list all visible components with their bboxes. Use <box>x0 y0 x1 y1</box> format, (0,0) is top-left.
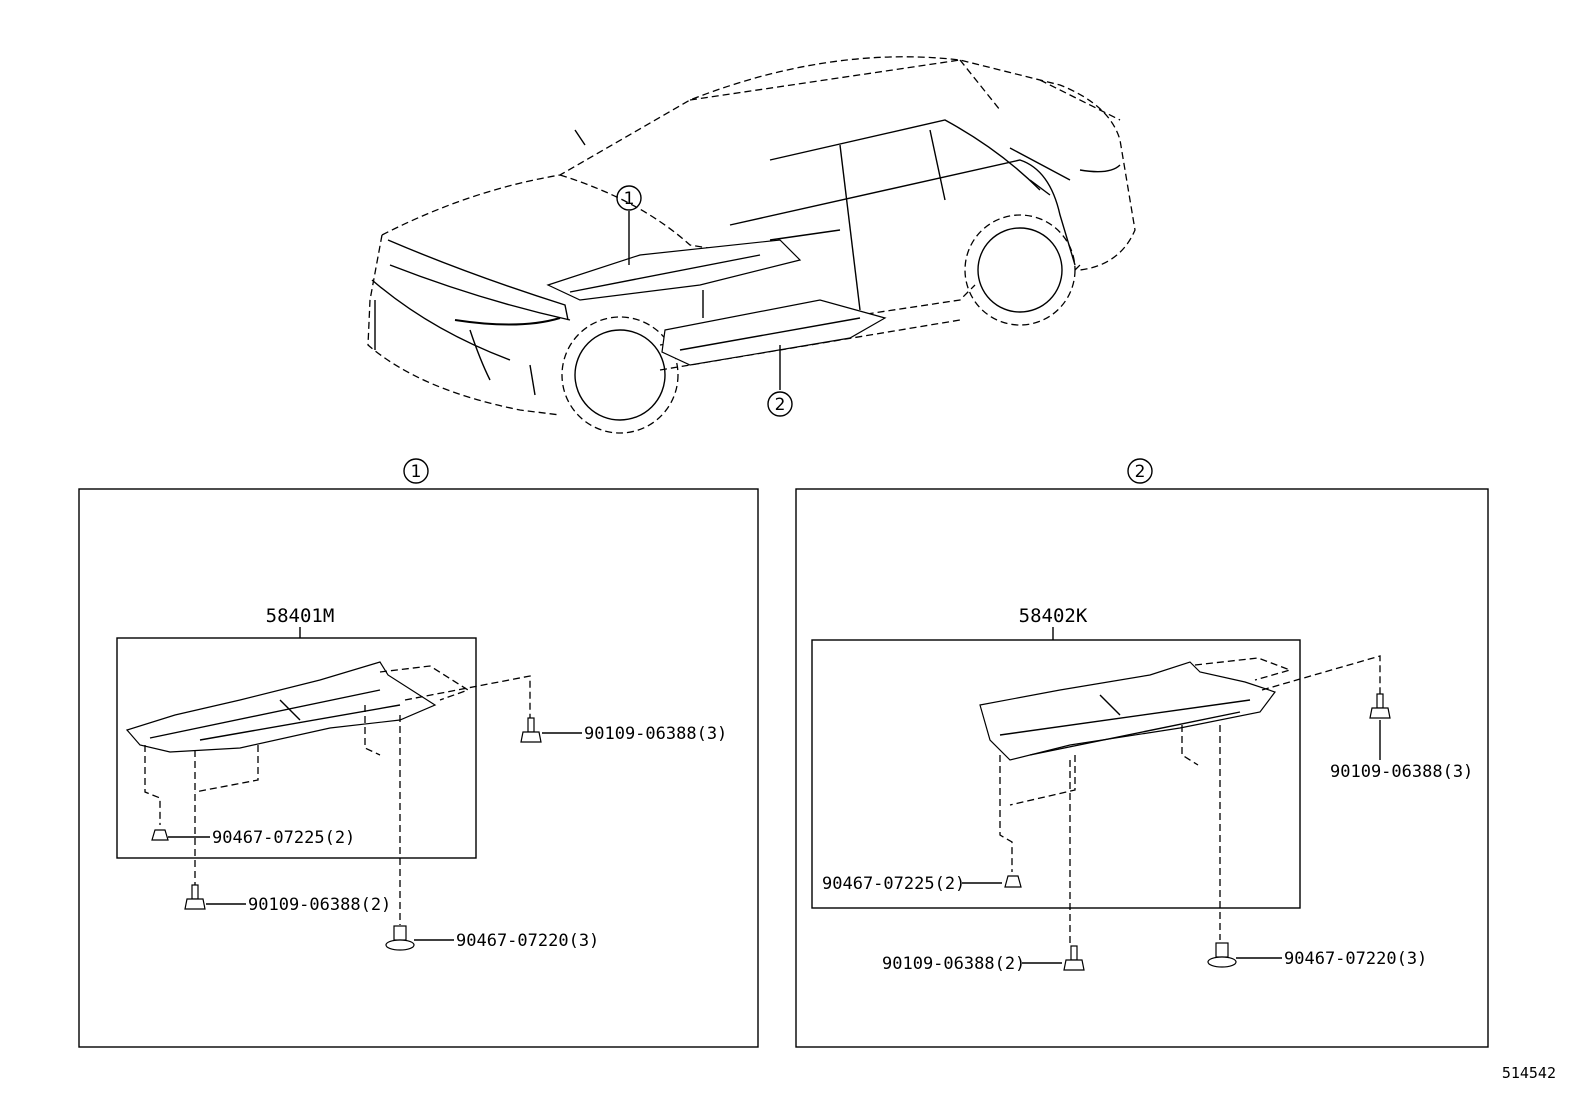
part-label: 90467-07220(3) <box>1284 949 1427 969</box>
panel-1-frame <box>78 488 759 1048</box>
part-label: 90109-06388(3) <box>584 724 727 744</box>
illustration-number: 514542 <box>1502 1064 1556 1082</box>
overview-callout-1: 1 <box>616 185 642 211</box>
part-label: 90467-07225(2) <box>212 828 355 848</box>
part-label: 90467-07220(3) <box>456 931 599 951</box>
panel-1-header: 1 <box>403 458 429 484</box>
svg-text:1: 1 <box>624 189 635 209</box>
bolt-icon <box>184 884 206 910</box>
clip-icon <box>385 925 415 951</box>
clip-icon <box>151 829 169 841</box>
clip-icon <box>1207 942 1237 968</box>
part-label: 90109-06388(3) <box>1330 762 1473 782</box>
svg-text:2: 2 <box>775 395 786 415</box>
bolt-icon <box>520 717 542 743</box>
overview-callout-2: 2 <box>767 391 793 417</box>
engine-under-cover-1 <box>125 661 437 753</box>
bolt-icon <box>1063 945 1085 971</box>
car-illustration <box>367 56 1136 434</box>
part-label: 90467-07225(2) <box>822 874 965 894</box>
part-label: 90109-06388(2) <box>882 954 1025 974</box>
part-label: 90109-06388(2) <box>248 895 391 915</box>
panel-1-assembly-number: 58401M <box>266 605 335 627</box>
panel-2-frame <box>795 488 1489 1048</box>
panel-2-assembly-frame <box>811 639 1301 909</box>
clip-icon <box>1004 875 1022 888</box>
panel-2-header: 2 <box>1127 458 1153 484</box>
panel-1-assembly-frame <box>116 637 477 859</box>
svg-text:2: 2 <box>1135 462 1146 482</box>
panel-2-assembly-number: 58402K <box>1019 605 1088 627</box>
engine-under-cover-2 <box>979 661 1276 761</box>
svg-text:1: 1 <box>411 462 422 482</box>
bolt-icon <box>1369 693 1391 719</box>
